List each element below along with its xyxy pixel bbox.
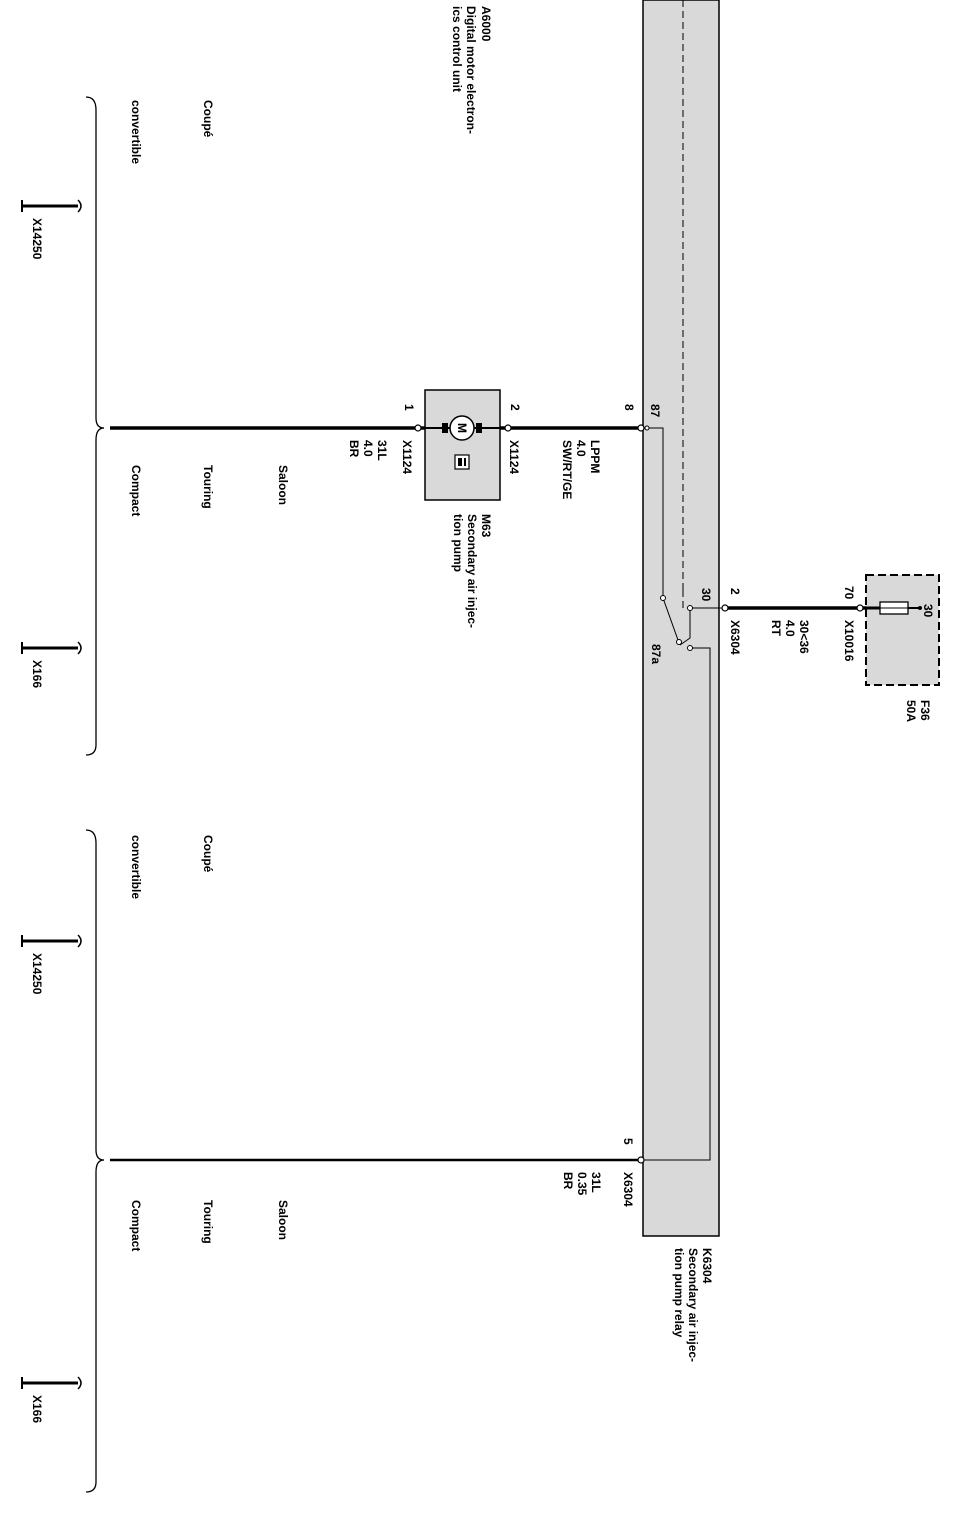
m63-desc-2: tion pump	[451, 514, 465, 572]
x1124-top-label: X1124	[507, 440, 521, 474]
a6000-id: A6000	[479, 6, 493, 42]
relay-node-pivot	[676, 639, 682, 645]
bracket-group-b-bottom	[85, 1159, 105, 1493]
motor-brush-left	[442, 423, 448, 433]
relay-node-30	[687, 605, 693, 611]
ground-plug-inner	[458, 458, 462, 466]
variant-a-convertible: convertible	[129, 100, 143, 164]
supply-gauge: 4.0	[783, 620, 797, 637]
motor-icon	[449, 415, 475, 441]
ground-pump-gauge: 4.0	[361, 440, 375, 457]
pin-2-supply: 2	[728, 588, 742, 595]
a6000-desc-1: Digital motor electron-	[464, 6, 478, 134]
bracket-group-b-top	[85, 829, 105, 1161]
variant-b-coupe: Coupé	[201, 835, 215, 873]
motor-symbol: M	[455, 423, 469, 433]
fuse-terminal	[918, 606, 922, 610]
pin-1-pump: 1	[402, 404, 416, 411]
pin-70: 70	[842, 586, 856, 600]
x10016-label: X10016	[842, 620, 856, 662]
pin-87a: 87a	[649, 644, 663, 664]
terminal-pin8	[637, 424, 645, 432]
ground-symbol-x166-b	[21, 1376, 82, 1390]
k6304-desc-2: tion pump relay	[672, 1248, 686, 1338]
fuse-box	[865, 574, 940, 686]
f36-pin: 30	[921, 604, 935, 618]
variant-a-coupe: Coupé	[201, 100, 215, 138]
supply-name: 30<36	[797, 620, 811, 654]
terminal-pump-2	[504, 424, 512, 432]
x166-b-label: X166	[30, 1395, 44, 1423]
relay-contact-87	[641, 427, 679, 641]
variant-b-saloon: Saloon	[276, 1200, 290, 1240]
relay-contact-30	[679, 607, 723, 646]
terminal-supply-70	[856, 604, 864, 612]
ground-relay-name: 31L	[589, 1172, 603, 1193]
m63-desc-1: Secondary air injec-	[465, 514, 479, 628]
a6000-desc-2: ics control unit	[450, 6, 464, 92]
f36-id: F36	[918, 700, 932, 721]
variant-a-compact: Compact	[129, 465, 143, 516]
motor-brush-right	[476, 423, 482, 433]
relay-node-87a	[687, 645, 693, 651]
bracket-group-a-top	[85, 96, 105, 429]
variant-a-saloon: Saloon	[276, 465, 290, 505]
x14250-a-label: X14250	[30, 218, 44, 260]
k6304-desc-1: Secondary air injec-	[686, 1248, 700, 1362]
m63-id: M63	[479, 514, 493, 538]
variant-a-touring: Touring	[201, 465, 215, 509]
ground-symbol-x14250-a	[21, 199, 82, 213]
relay-node-87	[660, 595, 666, 601]
ground-pump-name: 31L	[375, 440, 389, 461]
x1124-bottom-label: X1124	[400, 440, 414, 474]
x6304-ground-label: X6304	[621, 1172, 635, 1207]
x166-a-label: X166	[30, 660, 44, 688]
pin-2-pump: 2	[508, 404, 522, 411]
ground-pump-color: BR	[347, 440, 361, 458]
terminal-pin87	[644, 425, 650, 431]
pin-87: 87	[648, 404, 662, 418]
pin-5: 5	[621, 1138, 635, 1145]
pin-30-relay: 30	[699, 588, 713, 602]
variant-b-convertible: convertible	[129, 835, 143, 899]
variant-b-compact: Compact	[129, 1200, 143, 1251]
f36-rating: 50A	[904, 700, 918, 722]
relay-box	[642, 0, 720, 1237]
terminal-pump-1	[414, 424, 422, 432]
x14250-b-label: X14250	[30, 953, 44, 995]
terminal-supply-2	[721, 604, 729, 612]
pin-8: 8	[622, 404, 636, 411]
supply-color: RT	[769, 620, 783, 637]
lppm-name: LPPM	[588, 440, 602, 473]
ground-relay-gauge: 0.35	[575, 1172, 589, 1196]
relay-contact-87a	[641, 647, 711, 1161]
lppm-color: SW/RT/GE	[560, 440, 574, 499]
ground-symbol-x14250-b	[21, 934, 82, 948]
pump-box	[424, 389, 501, 501]
variant-b-touring: Touring	[201, 1200, 215, 1244]
terminal-pin5	[637, 1156, 645, 1164]
ground-relay-color: BR	[561, 1172, 575, 1190]
ground-plug-inner-2	[464, 458, 466, 466]
lppm-gauge: 4.0	[574, 440, 588, 457]
ground-symbol-x166-a	[21, 641, 82, 655]
bracket-group-a-bottom	[85, 427, 105, 756]
k6304-id: K6304	[700, 1248, 714, 1284]
x6304-supply-label: X6304	[728, 620, 742, 655]
